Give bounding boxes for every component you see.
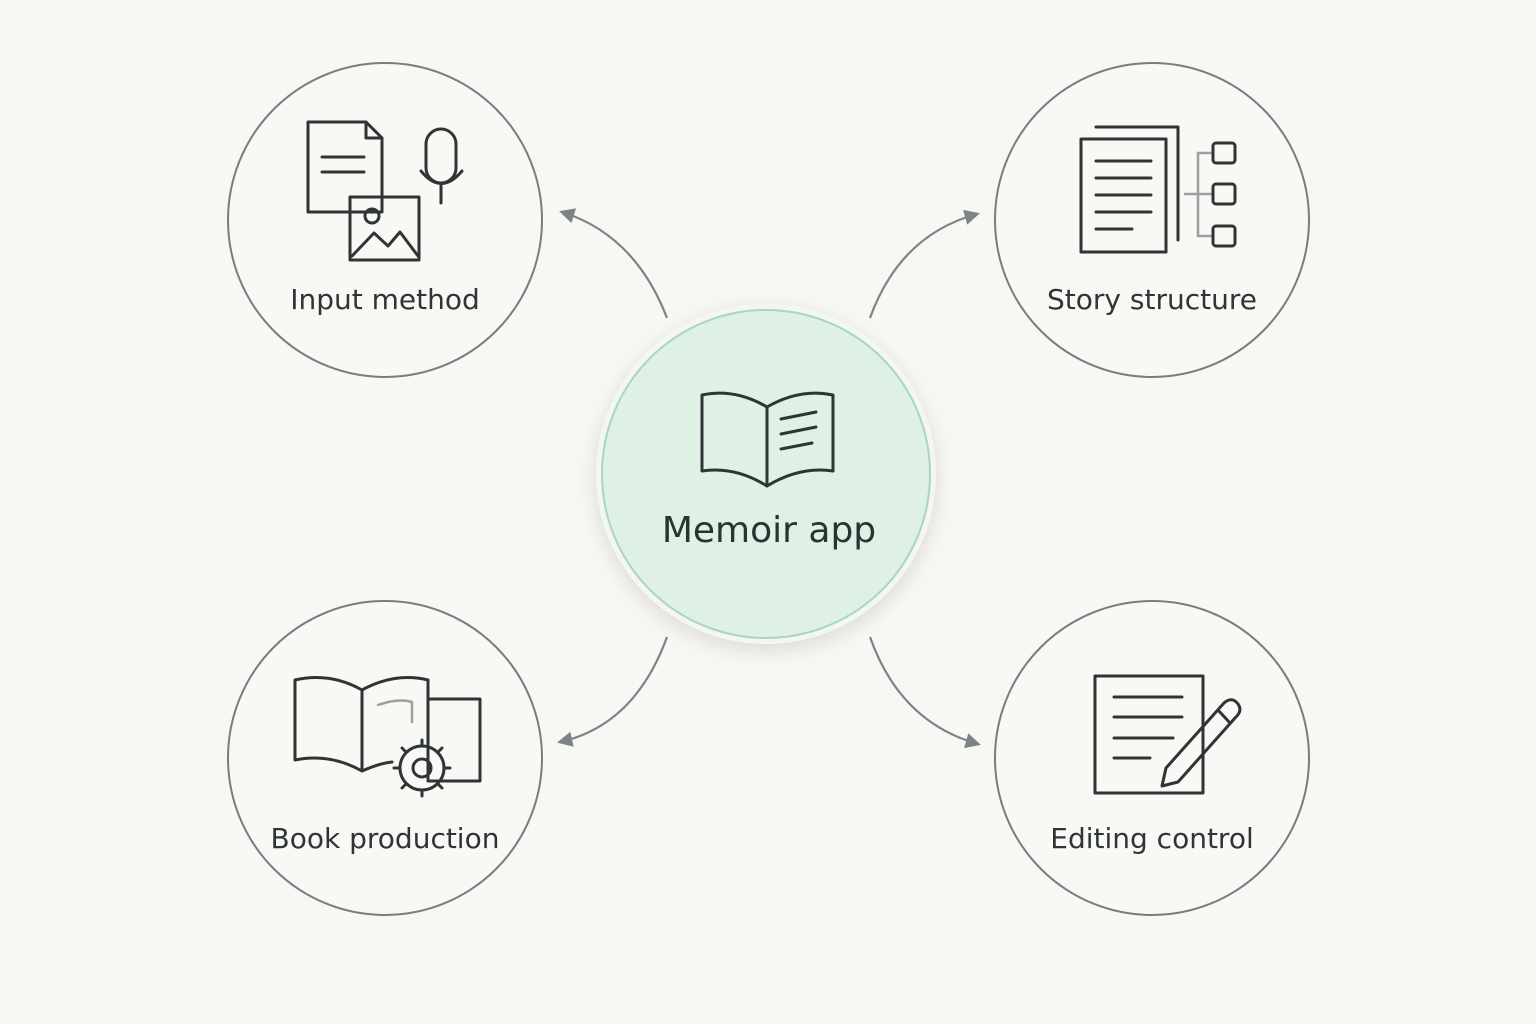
open-book-icon: [700, 391, 835, 488]
node-editing-control: Editing control: [994, 600, 1310, 916]
gear-icon: [392, 738, 452, 798]
node-label-editing-control: Editing control: [1050, 822, 1253, 855]
center-node: Memoir app: [596, 304, 936, 644]
connector-book-production: [556, 636, 669, 747]
connector-story-structure: [868, 209, 980, 319]
node-input-method: Input method: [227, 62, 543, 378]
node-book-production: Book production: [227, 600, 543, 916]
connector-editing-control: [868, 636, 981, 749]
node-label-story-structure: Story structure: [1047, 283, 1257, 316]
document-image-microphone-icon: [306, 120, 464, 262]
book-gear-icon: [293, 676, 482, 798]
connector-input-method: [559, 208, 669, 319]
node-story-structure: Story structure: [994, 62, 1310, 378]
node-label-input-method: Input method: [290, 283, 480, 316]
document-hierarchy-icon: [1079, 125, 1237, 254]
document-pencil-icon: [1093, 674, 1242, 795]
node-label-book-production: Book production: [271, 822, 500, 855]
center-label: Memoir app: [662, 510, 876, 551]
